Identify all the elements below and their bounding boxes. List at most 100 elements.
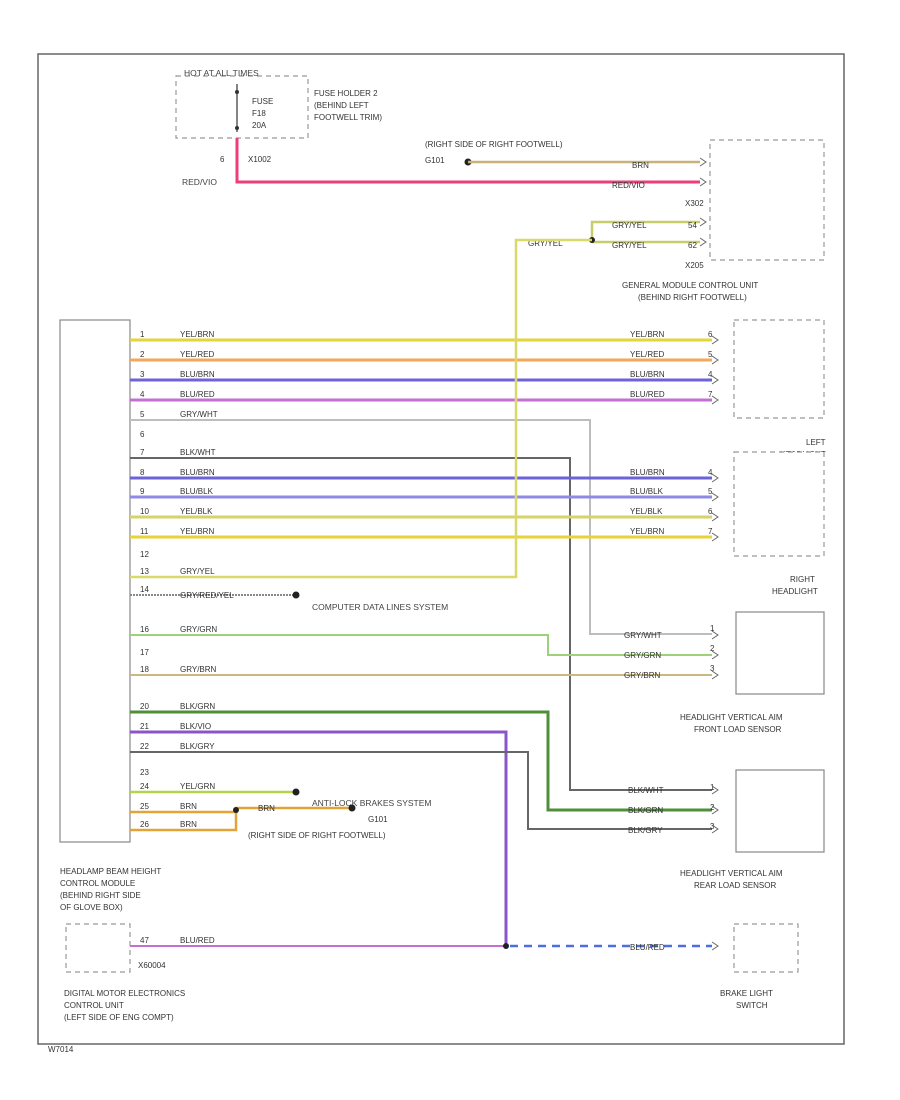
gry-wht-wire	[130, 419, 712, 635]
gm-wire1-label: BRN	[632, 161, 649, 170]
pin25-wire	[130, 806, 352, 814]
rh-wire-8: 8 BLU/BRN BLU/BRN 4	[130, 468, 713, 480]
brake-wire-label: BLU/RED	[630, 943, 665, 952]
can-wire-label: GRY/RED/YEL	[180, 591, 234, 600]
left-headlight-label-1: LEFT	[806, 438, 826, 447]
front-pin-3: 3	[710, 664, 715, 673]
pin26-num: 26	[140, 820, 149, 829]
control-module-label-4: OF GLOVE BOX)	[60, 903, 123, 912]
svg-text:1: 1	[710, 783, 715, 792]
front-pin-2: 2	[710, 644, 715, 653]
pin16-label: GRY/GRN	[180, 625, 217, 634]
dme-wire-label: BLU/RED	[180, 936, 215, 945]
fuse-holder-label-2: (BEHIND LEFT	[314, 101, 369, 110]
abs-label: ANTI-LOCK BRAKES SYSTEM	[312, 798, 432, 808]
svg-text:9: 9	[140, 487, 145, 496]
pin24-label: YEL/GRN	[180, 782, 215, 791]
pin17-num: 17	[140, 648, 149, 657]
blk-wht-wire	[130, 457, 712, 791]
diagram-frame	[37, 53, 845, 1045]
right-headlight-label-2: HEADLIGHT	[772, 587, 818, 596]
pin5-label: GRY/WHT	[180, 410, 218, 419]
pin21-wire	[130, 730, 508, 946]
lh-wire-2: 2 YEL/RED YEL/RED 5	[130, 350, 713, 362]
rear-sensor-label-2: REAR LOAD SENSOR	[694, 881, 776, 890]
svg-text:BLU/BRN: BLU/BRN	[180, 370, 215, 379]
gm-wire3-label: GRY/YEL	[612, 221, 647, 230]
svg-text:BLU/BLK: BLU/BLK	[180, 487, 214, 496]
pin21-num: 21	[140, 722, 149, 731]
pin21-label: BLK/VIO	[180, 722, 211, 731]
gm-pin4: 62	[688, 241, 697, 250]
fuse-pin: 6	[220, 155, 225, 164]
control-module-label-2: CONTROL MODULE	[60, 879, 135, 888]
svg-text:YEL/BRN: YEL/BRN	[630, 330, 664, 339]
svg-text:YEL/BRN: YEL/BRN	[180, 330, 214, 339]
ground-bot-wire: BRN	[258, 804, 275, 813]
svg-text:YEL/BLK: YEL/BLK	[180, 507, 213, 516]
ground-top-id: G101	[425, 156, 445, 165]
svg-text:BLK/WHT: BLK/WHT	[628, 786, 664, 795]
svg-text:2: 2	[140, 350, 145, 359]
dme-label-2: CONTROL UNIT	[64, 1001, 124, 1010]
rh-wire-11: 11 YEL/BRN YEL/BRN 7	[130, 527, 713, 539]
svg-text:BLU/BLK: BLU/BLK	[630, 487, 664, 496]
svg-text:4: 4	[708, 370, 713, 379]
pin7-num: 7	[140, 448, 145, 457]
svg-text:4: 4	[140, 390, 145, 399]
svg-text:8: 8	[140, 468, 145, 477]
headlamp-control-module	[59, 319, 131, 843]
lh-wire-1: 1 YEL/BRN YEL/BRN 6	[130, 330, 713, 342]
gm-wire2-label: RED/VIO	[612, 181, 645, 190]
svg-text:7: 7	[708, 390, 713, 399]
dme-pin: 47	[140, 936, 149, 945]
fuse-header: HOT AT ALL TIMES	[184, 68, 259, 78]
pin22-label: BLK/GRY	[180, 742, 215, 751]
control-module-label-3: (BEHIND RIGHT SIDE	[60, 891, 141, 900]
control-module-label-1: HEADLAMP BEAM HEIGHT	[60, 867, 161, 876]
brake-switch-label-1: BRAKE LIGHT	[720, 989, 773, 998]
can-label: COMPUTER DATA LINES SYSTEM	[312, 602, 448, 612]
front-pin-1: 1	[710, 624, 715, 633]
gry-yel-wire-a	[590, 220, 700, 240]
svg-text:1: 1	[140, 330, 145, 339]
fuse-holder-label-1: FUSE HOLDER 2	[314, 89, 378, 98]
svg-text:6: 6	[708, 507, 713, 516]
pin6-num: 6	[140, 430, 145, 439]
svg-text:BLK/GRY: BLK/GRY	[628, 826, 663, 835]
pin14-num: 14	[140, 585, 149, 594]
pin26-label: BRN	[180, 820, 197, 829]
pin20-wire	[130, 710, 712, 812]
dme-box	[65, 923, 131, 973]
lh-wire-4: 4 BLU/RED BLU/RED 7	[130, 390, 713, 402]
front-sensor-label-1: HEADLIGHT VERTICAL AIM	[680, 713, 783, 722]
brake-switch-label-2: SWITCH	[736, 1001, 768, 1010]
dme-label-1: DIGITAL MOTOR ELECTRONICS	[64, 989, 185, 998]
pin18-label: GRY/BRN	[180, 665, 217, 674]
svg-text:BLU/BRN: BLU/BRN	[180, 468, 215, 477]
pin7-label: BLK/WHT	[180, 448, 216, 457]
rear-wire-labels: BLK/WHT 1 BLK/GRN 2 BLK/GRY 3	[628, 783, 715, 835]
ground-bot-id: G101	[368, 815, 388, 824]
svg-text:YEL/BRN: YEL/BRN	[630, 527, 664, 536]
pin22-wire	[130, 751, 712, 830]
gm-name-1: GENERAL MODULE CONTROL UNIT	[622, 281, 758, 290]
svg-text:5: 5	[708, 487, 713, 496]
pin5-num: 5	[140, 410, 145, 419]
page-code: W7014	[48, 1045, 74, 1054]
red-vio-wire	[235, 138, 700, 184]
svg-text:BLU/BRN: BLU/BRN	[630, 370, 665, 379]
brake-light-switch-box	[733, 923, 799, 973]
pin23-num: 23	[140, 768, 149, 777]
svg-text:YEL/BRN: YEL/BRN	[180, 527, 214, 536]
fuse-connector: X1002	[248, 155, 272, 164]
svg-text:BLU/RED: BLU/RED	[630, 390, 665, 399]
fuse-holder: HOT AT ALL TIMES FUSE F18 20A FUSE HOLDE…	[175, 68, 382, 139]
rear-sensor-label-1: HEADLIGHT VERTICAL AIM	[680, 869, 783, 878]
rh-wire-9: 9 BLU/BLK BLU/BLK 5	[130, 487, 713, 499]
pin13-label: GRY/YEL	[180, 567, 215, 576]
pin18-num: 18	[140, 665, 149, 674]
svg-text:11: 11	[140, 527, 149, 536]
fuse-label-2: F18	[252, 109, 266, 118]
